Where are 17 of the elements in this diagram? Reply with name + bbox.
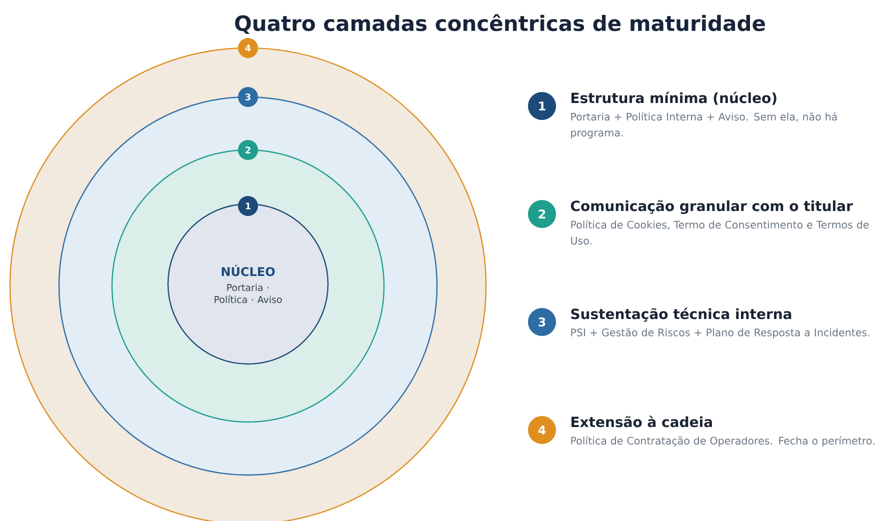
item-heading: Comunicação granular com o titular xyxy=(570,200,853,214)
item-description: Política de Cookies, Termo de Consentimento e Termos de Uso. xyxy=(571,220,869,245)
item-description: Portaria + Política Interna + Aviso. Sem ela, não há programa. xyxy=(571,112,837,139)
number-badge: 2 xyxy=(528,200,556,228)
number-badge: 1 xyxy=(238,196,258,216)
item-description: PSI + Gestão de Riscos + Plano de Resposta a Incidentes. xyxy=(571,328,870,338)
number-badge: 2 xyxy=(238,140,258,160)
number-badge: 4 xyxy=(238,38,258,58)
number-badge: 3 xyxy=(238,87,258,107)
item-heading: Extensão à cadeia xyxy=(572,416,712,428)
title: Quatro camadas concêntricas de maturidade xyxy=(235,14,765,34)
number-badge: 1 xyxy=(528,92,556,120)
number-badge: 4 xyxy=(528,416,556,444)
number-badge: 3 xyxy=(528,308,556,336)
item-heading: Estrutura mínima (núcleo) xyxy=(572,92,776,105)
item-heading: Sustentação técnica interna xyxy=(571,308,792,322)
item-description: Política de Contratação de Operadores. Fecha o perímetro. xyxy=(571,436,874,447)
